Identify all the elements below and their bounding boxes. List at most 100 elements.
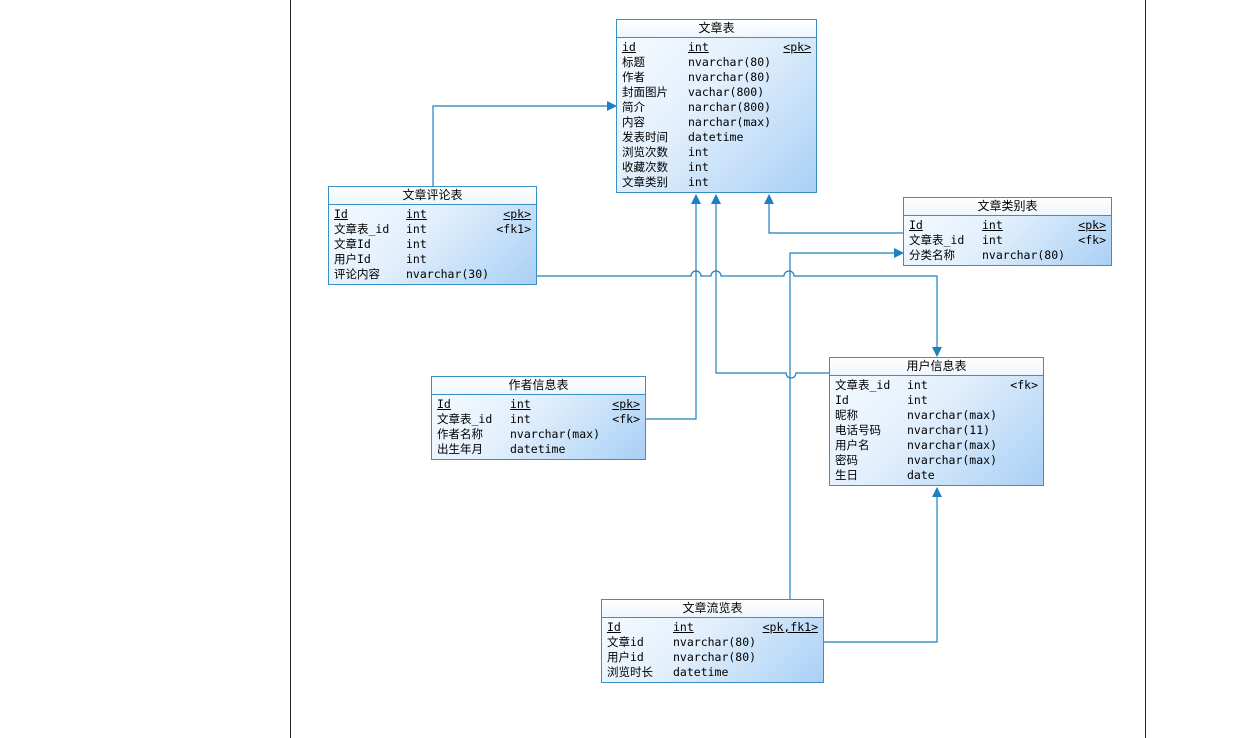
column-name: 生日 — [835, 468, 858, 482]
column-type: int — [982, 233, 1003, 247]
column-type: int — [510, 397, 531, 411]
column-type: nvarchar(80) — [982, 248, 1066, 262]
column-type: int — [510, 412, 531, 426]
column-name: 文章id — [607, 635, 644, 649]
column-key: <pk> — [783, 40, 811, 54]
column-name: 作者名称 — [437, 427, 483, 441]
column-key: <pk> — [1078, 218, 1106, 232]
connector-browse-to-user — [823, 487, 942, 643]
column-row: 内容 narchar(max) — [622, 115, 811, 130]
column-name: 作者 — [622, 70, 645, 84]
column-name: 文章表_id — [835, 378, 891, 392]
column-row: 分类名称 nvarchar(80) — [909, 248, 1106, 263]
connector-browse-to-category — [789, 248, 904, 599]
entity-title: 文章表 — [617, 20, 816, 38]
column-type: nvarchar(max) — [907, 408, 998, 422]
column-name: 文章Id — [334, 237, 371, 251]
column-type: int — [406, 252, 427, 266]
column-name: Id — [334, 207, 348, 221]
column-name: 标题 — [622, 55, 645, 69]
column-name: 评论内容 — [334, 267, 380, 281]
column-type: nvarchar(80) — [673, 635, 757, 649]
column-name: 分类名称 — [909, 248, 955, 262]
column-name: 收藏次数 — [622, 160, 668, 174]
column-key: <pk> — [503, 207, 531, 221]
entity-title: 用户信息表 — [830, 358, 1043, 376]
connector-comment-to-article — [432, 101, 617, 186]
column-type: int — [406, 222, 427, 236]
column-row: Id int <pk> — [437, 397, 640, 412]
column-name: 用户id — [607, 650, 644, 664]
entity-title: 作者信息表 — [432, 377, 645, 395]
column-type: narchar(max) — [688, 115, 772, 129]
column-type: nvarchar(max) — [907, 453, 998, 467]
column-type: datetime — [688, 130, 744, 144]
column-name: 文章类别 — [622, 175, 668, 189]
column-name: 文章表_id — [909, 233, 965, 247]
page-border-right — [1145, 0, 1146, 738]
column-name: 用户名 — [835, 438, 870, 452]
column-name: Id — [607, 620, 621, 634]
column-name: 浏览时长 — [607, 665, 653, 679]
column-row: 作者 nvarchar(80) — [622, 70, 811, 85]
column-row: Id int <pk,fk1> — [607, 620, 818, 635]
column-type: nvarchar(max) — [907, 438, 998, 452]
column-name: 用户Id — [334, 252, 371, 266]
connector-author-to-article — [645, 194, 701, 420]
column-type: nvarchar(80) — [673, 650, 757, 664]
column-name: 文章表_id — [334, 222, 390, 236]
column-name: 发表时间 — [622, 130, 668, 144]
column-type: nvarchar(30) — [406, 267, 490, 281]
column-name: 电话号码 — [835, 423, 881, 437]
column-key: <fk> — [1078, 233, 1106, 247]
column-key: <pk,fk1> — [762, 620, 818, 634]
column-key: <pk> — [612, 397, 640, 411]
connector-user-to-article — [711, 194, 829, 379]
column-type: int — [907, 378, 928, 392]
column-name: Id — [835, 393, 849, 407]
column-key: <fk1> — [496, 222, 531, 236]
column-name: 文章表_id — [437, 412, 493, 426]
column-type: int — [688, 160, 709, 174]
column-row: 评论内容 nvarchar(30) — [334, 267, 531, 282]
column-row: 发表时间 datetime — [622, 130, 811, 145]
column-row: 文章表_id int <fk> — [909, 233, 1106, 248]
column-name: 密码 — [835, 453, 858, 467]
column-type: int — [673, 620, 694, 634]
column-name: 内容 — [622, 115, 645, 129]
entity-browse[interactable]: 文章流览表 Id int <pk,fk1> 文章id nvarchar(80) 用户i… — [601, 599, 824, 683]
column-name: Id — [437, 397, 451, 411]
column-row: 密码 nvarchar(max) — [835, 453, 1038, 468]
column-type: int — [982, 218, 1003, 232]
column-row: 用户id nvarchar(80) — [607, 650, 818, 665]
column-row: 文章id nvarchar(80) — [607, 635, 818, 650]
page-border-left — [290, 0, 291, 738]
column-row: 文章表_id int <fk1> — [334, 222, 531, 237]
entity-title: 文章类别表 — [904, 198, 1111, 216]
column-type: nvarchar(80) — [688, 70, 772, 84]
column-type: date — [907, 468, 935, 482]
column-name: id — [622, 40, 636, 54]
connector-comment-to-user — [537, 270, 942, 357]
entity-title: 文章流览表 — [602, 600, 823, 618]
